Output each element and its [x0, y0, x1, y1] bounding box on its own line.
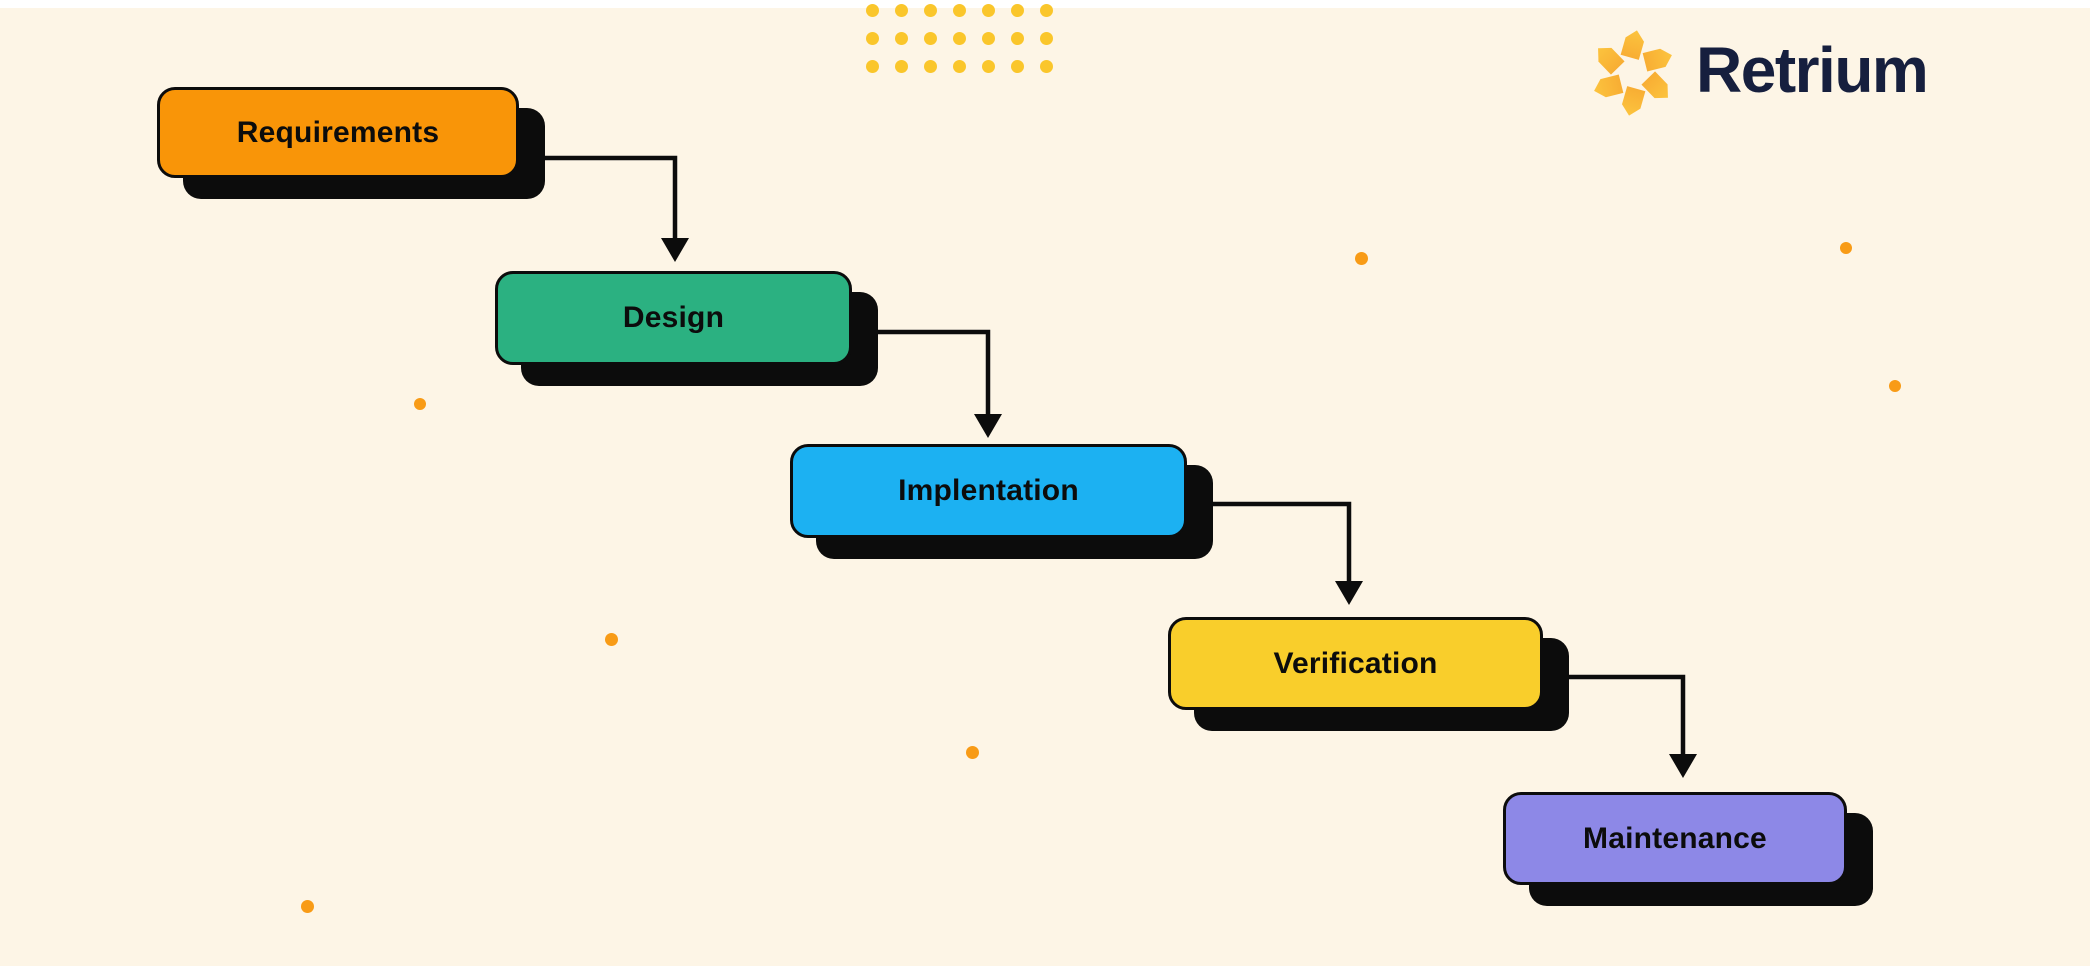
grid-dot: [953, 4, 966, 17]
grid-dot: [1011, 60, 1024, 73]
grid-dot: [953, 32, 966, 45]
grid-dot: [895, 4, 908, 17]
grid-dot: [924, 32, 937, 45]
step-label-maintenance: Maintenance: [1583, 821, 1767, 855]
scatter-dot: [1840, 242, 1852, 254]
bottom-white-margin: [0, 966, 2090, 974]
grid-dot: [982, 32, 995, 45]
scatter-dot: [965, 745, 979, 759]
step-box-maintenance: Maintenance: [1503, 792, 1847, 885]
arrow-requirements-to-design: [545, 155, 689, 262]
grid-dot: [866, 4, 879, 17]
grid-dot: [982, 60, 995, 73]
retrium-brand: Retrium: [1586, 28, 1929, 118]
step-box-implentation: Implentation: [790, 444, 1187, 538]
scatter-dot: [1354, 251, 1368, 265]
scatter-dot: [300, 899, 314, 913]
grid-dot: [866, 32, 879, 45]
step-label-design: Design: [622, 301, 725, 334]
grid-dot: [1011, 4, 1024, 17]
grid-dot: [953, 60, 966, 73]
grid-dot: [1040, 60, 1053, 73]
grid-dot: [866, 60, 879, 73]
step-box-design: Design: [495, 271, 852, 365]
grid-dot: [982, 4, 995, 17]
grid-dot: [924, 60, 937, 73]
step-label-requirements: Requirements: [236, 115, 440, 149]
step-label-implentation: Implentation: [898, 474, 1079, 507]
scatter-dot: [1889, 380, 1901, 392]
grid-dot: [1040, 4, 1053, 17]
retrium-logo-mark-icon: [1594, 30, 1672, 116]
step-box-requirements: Requirements: [157, 87, 519, 178]
scatter-dot: [414, 398, 426, 410]
yellow-dot-grid-decoration: [866, 4, 1053, 73]
grid-dot: [1011, 32, 1024, 45]
retrium-wordmark: Retrium: [1696, 34, 1929, 106]
grid-dot: [1040, 32, 1053, 45]
arrow-verification-to-maintenance: [1568, 674, 1697, 778]
step-box-verification: Verification: [1168, 617, 1543, 710]
scatter-dot: [604, 632, 618, 646]
arrow-implentation-to-verification: [1213, 501, 1363, 605]
grid-dot: [895, 32, 908, 45]
grid-dot: [924, 4, 937, 17]
arrow-design-to-implentation: [878, 329, 1002, 438]
step-label-verification: Verification: [1273, 646, 1438, 680]
grid-dot: [895, 60, 908, 73]
